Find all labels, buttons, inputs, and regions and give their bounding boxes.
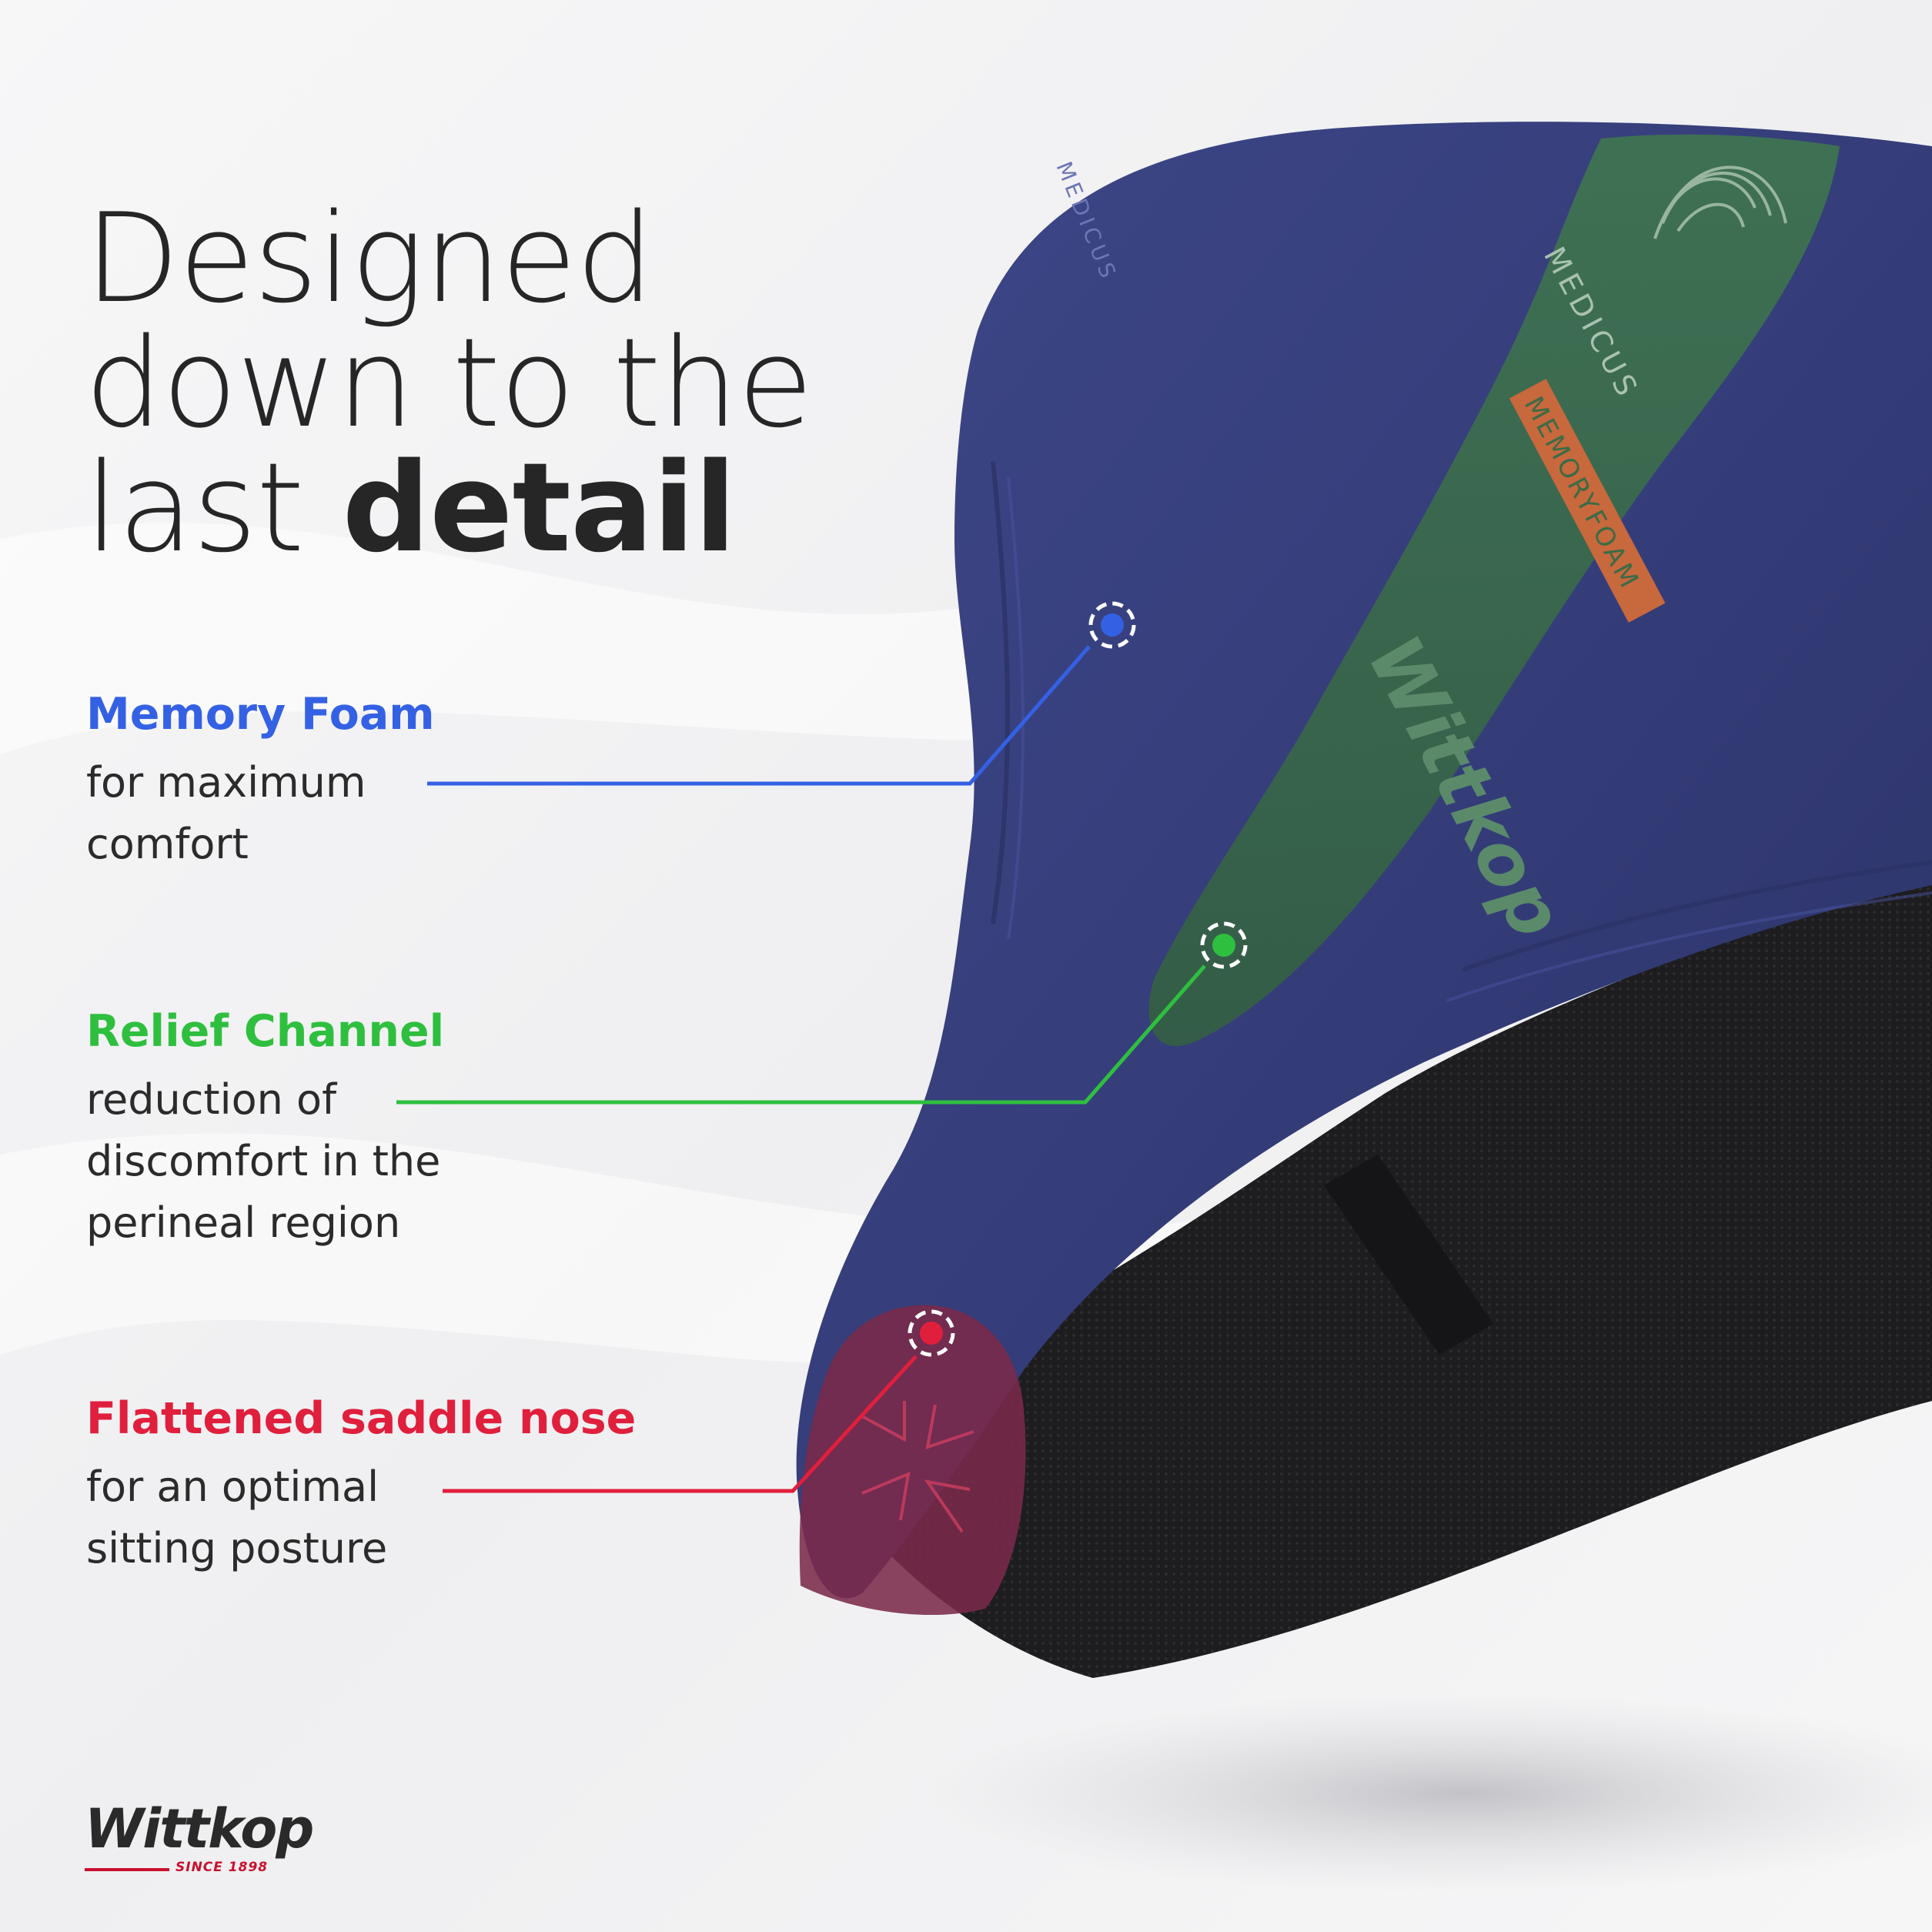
headline-line-3: last: [85, 436, 343, 580]
feature-description: reduction of discomfort in the perineal …: [86, 1075, 441, 1247]
flattened-nose-area: [799, 1305, 1026, 1616]
memory-foam-callout: [427, 601, 1136, 786]
relief-channel-callout: [396, 921, 1248, 1105]
fingerprint-icon: [1653, 165, 1787, 239]
saddle-mesh-underside: [808, 862, 1932, 1678]
feature-title: Relief Channel: [86, 1006, 445, 1057]
feature-title: Memory Foam: [86, 689, 435, 740]
brand-logo-underline: [85, 1868, 169, 1871]
brand-logo: Wittkop SINCE 1898: [85, 1801, 316, 1877]
headline-emphasis: detail: [342, 436, 736, 580]
feature-memory-foam: Memory Foam for maximum comfort: [86, 687, 779, 875]
relief-channel-area: [1148, 134, 1840, 1046]
headline-line-2: down to the: [85, 311, 814, 455]
feature-title: Flattened saddle nose: [86, 1393, 637, 1444]
nose-cross-mark: [861, 1401, 974, 1533]
brand-logo-since: SINCE 1898: [175, 1860, 269, 1875]
flattened-nose-callout: [443, 1309, 955, 1493]
feature-description: for maximum comfort: [86, 758, 366, 868]
feature-description: for an optimal sitting posture: [86, 1462, 388, 1573]
brand-logo-word: Wittkop: [85, 1797, 314, 1860]
feature-flattened-nose: Flattened saddle nose for an optimal sit…: [86, 1392, 779, 1579]
feature-relief-channel: Relief Channel reduction of discomfort i…: [86, 1004, 779, 1254]
headline: Designed down to the last detail: [85, 196, 893, 570]
headline-line-1: Designed: [85, 186, 654, 330]
